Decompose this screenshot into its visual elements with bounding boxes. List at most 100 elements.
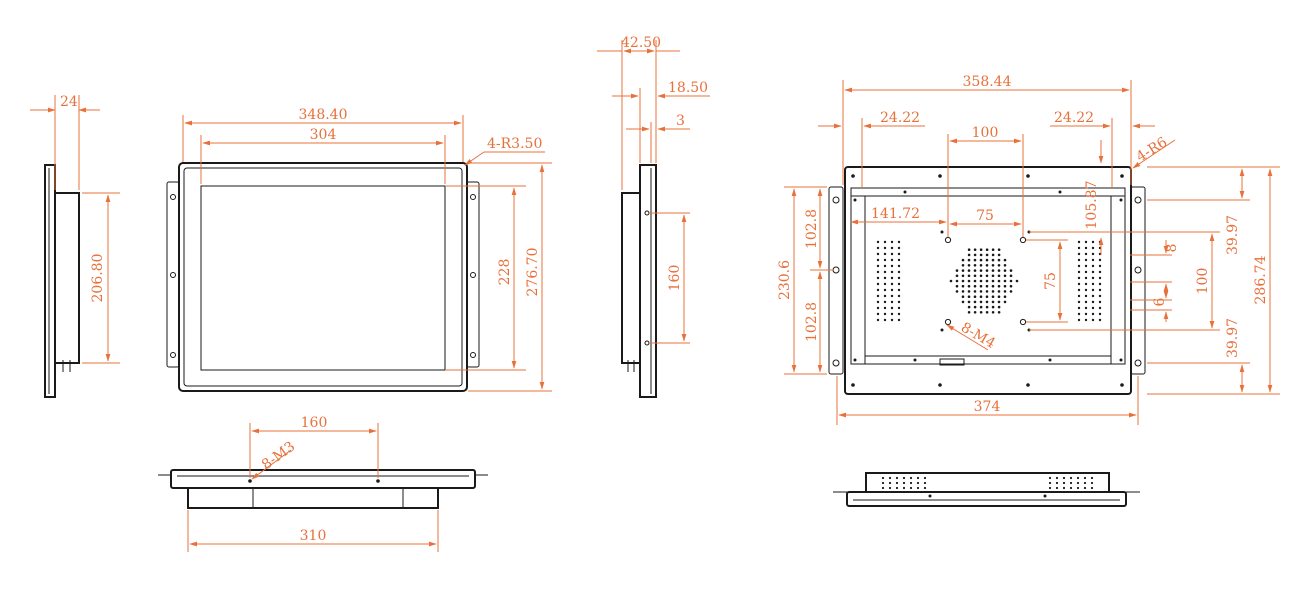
vent-hole xyxy=(890,288,894,292)
vent-hole xyxy=(897,282,901,286)
rear-top-dims: 358.44 24.22 24.22 100 xyxy=(818,74,1155,237)
vent-hole xyxy=(1009,274,1013,278)
vent-hole xyxy=(1077,318,1081,322)
vent-hole xyxy=(890,312,894,316)
rear-vesa-small-vertical-label: 75 xyxy=(1043,272,1059,290)
vent-hole xyxy=(985,305,989,309)
vent-hole xyxy=(876,318,880,322)
vent-hole xyxy=(967,290,971,293)
bottom-view xyxy=(158,469,488,509)
vent-hole xyxy=(890,246,894,250)
vent-hole xyxy=(897,312,901,316)
vent-hole xyxy=(890,306,894,310)
vent-hole xyxy=(991,279,995,283)
front-view xyxy=(166,162,480,392)
vent-hole xyxy=(997,264,1001,267)
front-screen-width-label: 304 xyxy=(310,127,337,143)
vent-hole xyxy=(1003,258,1007,262)
vent-hole xyxy=(991,253,995,257)
vent-hole xyxy=(1048,481,1052,485)
vent-hole xyxy=(1009,279,1013,283)
vent-hole xyxy=(1098,318,1102,322)
vent-hole xyxy=(1077,276,1081,280)
vent-hole xyxy=(1055,476,1059,480)
vent-hole xyxy=(979,253,983,257)
vent-hole xyxy=(897,288,901,292)
vent-hole xyxy=(876,270,880,274)
vent-hole xyxy=(979,274,983,278)
vent-hole xyxy=(1084,318,1088,322)
vent-hole xyxy=(1055,486,1059,490)
vent-hole xyxy=(923,476,927,480)
vent-hole xyxy=(876,252,880,256)
front-width-dims: 348.40 304 xyxy=(182,107,464,184)
vent-hole xyxy=(1098,282,1102,286)
vent-hole xyxy=(890,258,894,262)
rear-slot-height-label: 6 xyxy=(1152,297,1168,306)
vent-hole xyxy=(1003,269,1007,272)
bottom-hole-spacing-label: 160 xyxy=(301,415,328,431)
vent-hole xyxy=(883,252,887,256)
left-side-depth-dim: 24 xyxy=(30,94,100,190)
vent-hole xyxy=(1091,276,1095,280)
vent-hole xyxy=(890,240,894,244)
rear-bracket-width-label: 358.44 xyxy=(963,74,1012,90)
vent-hole xyxy=(985,269,989,272)
vent-hole xyxy=(973,300,977,304)
rear-left-dims: 230.6 102.8 102.8 xyxy=(777,186,834,375)
vent-hole xyxy=(967,269,971,272)
rear-horizontal-offset-label: 141.72 xyxy=(871,206,920,222)
vent-hole xyxy=(973,311,977,314)
vent-hole xyxy=(916,481,920,485)
vent-hole xyxy=(991,295,995,299)
vent-hole xyxy=(1077,282,1081,286)
vent-hole xyxy=(890,300,894,304)
rear-bottom-dim: 374 xyxy=(836,376,1139,425)
vent-hole xyxy=(1084,294,1088,298)
rear-left-lower-label: 102.8 xyxy=(804,302,820,342)
vent-hole xyxy=(973,284,977,288)
vent-hole xyxy=(1003,264,1007,267)
front-outer-width-label: 348.40 xyxy=(299,107,348,123)
rear-slot-width-label: 8 xyxy=(1164,244,1180,253)
vent-hole xyxy=(1098,306,1102,310)
vent-hole xyxy=(961,279,965,283)
vent-hole xyxy=(1077,240,1081,244)
rear-left-upper-label: 102.8 xyxy=(804,209,820,249)
vent-hole xyxy=(902,481,906,485)
vent-hole xyxy=(883,264,887,268)
vent-hole xyxy=(1009,290,1013,293)
bottom-hole-spec-label: 8-M3 xyxy=(259,439,298,474)
vent-hole xyxy=(883,276,887,280)
vent-hole xyxy=(897,300,901,304)
vent-hole xyxy=(985,290,989,293)
vent-hole xyxy=(895,486,899,490)
bottom-width-dim: 310 xyxy=(187,510,439,552)
vent-hole xyxy=(1090,476,1094,480)
vent-hole xyxy=(985,258,989,262)
vent-hole xyxy=(890,276,894,280)
vent-hole xyxy=(979,269,983,272)
vent-hole xyxy=(1098,264,1102,268)
rear-vent-hex xyxy=(949,248,1019,314)
vent-hole xyxy=(1091,240,1095,244)
vent-hole xyxy=(1084,276,1088,280)
vent-hole xyxy=(997,290,1001,293)
front-corner-radius-label: 4-R3.50 xyxy=(487,136,542,152)
vent-hole xyxy=(967,274,971,278)
vent-hole xyxy=(961,269,965,272)
vent-hole xyxy=(1084,270,1088,274)
vent-hole xyxy=(1003,279,1007,283)
vent-hole xyxy=(1069,481,1073,485)
vent-hole xyxy=(1083,476,1087,480)
rear-bottom-view xyxy=(833,472,1140,507)
vent-hole xyxy=(897,258,901,262)
vent-hole xyxy=(979,248,983,251)
vent-hole xyxy=(1091,306,1095,310)
vent-hole xyxy=(881,481,885,485)
vent-hole xyxy=(923,486,927,490)
vent-hole xyxy=(961,284,965,288)
vent-hole xyxy=(991,258,995,262)
vent-hole xyxy=(979,305,983,309)
vent-hole xyxy=(1098,300,1102,304)
